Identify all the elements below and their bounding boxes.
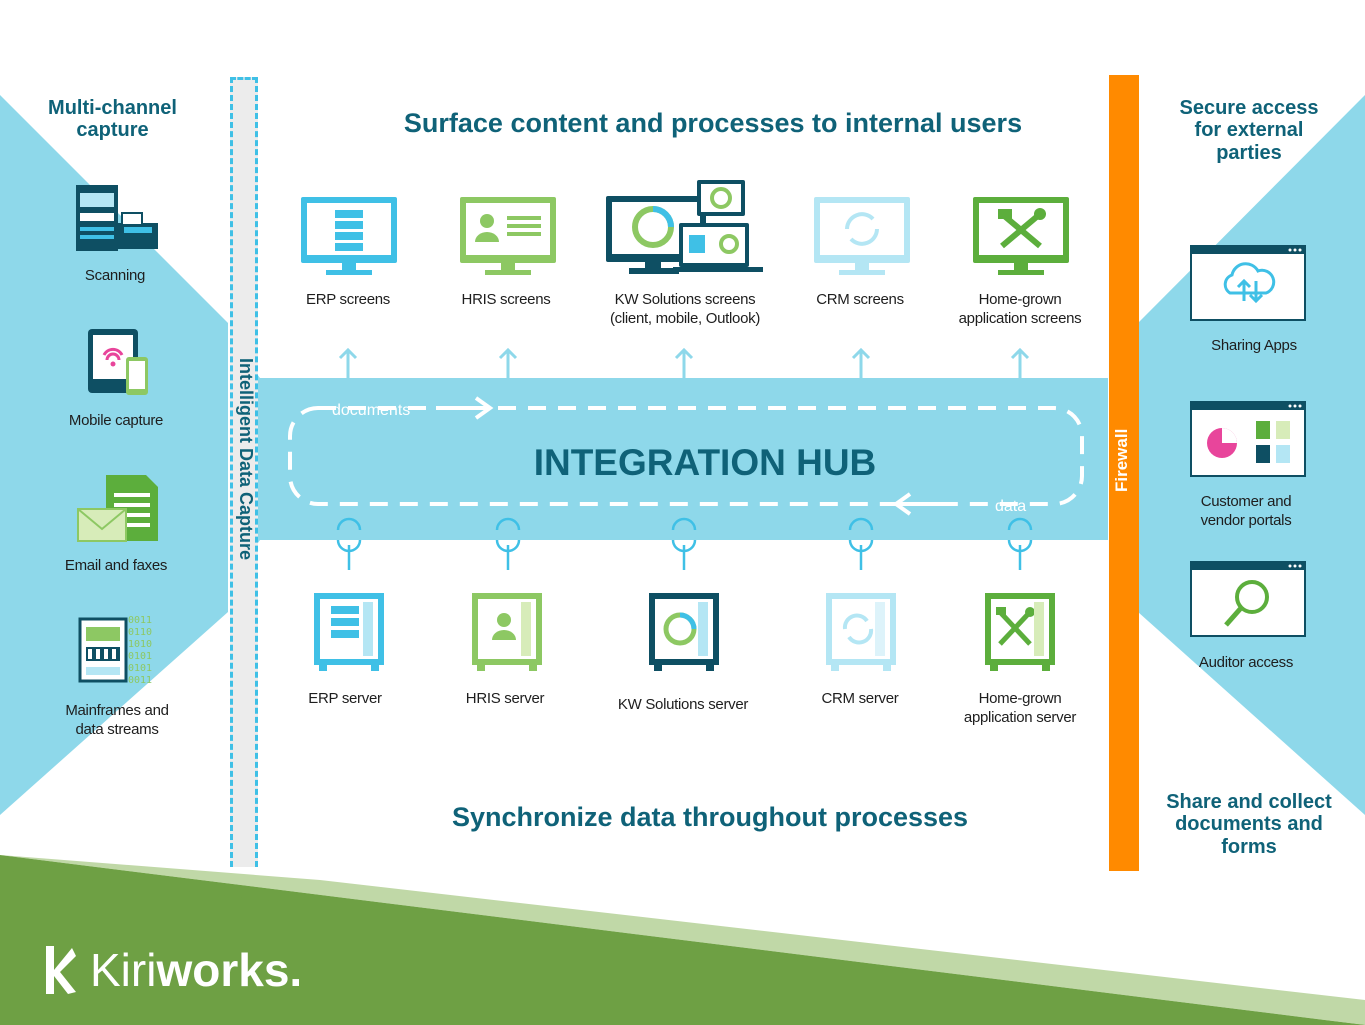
label-line: HRIS screens: [461, 291, 551, 308]
homegrown-server-icon: [985, 593, 1055, 671]
label-line: application screens: [958, 309, 1082, 327]
label-line: HRIS server: [465, 690, 545, 707]
up-arrow: [338, 347, 358, 378]
homegrown-screen-icon: [973, 197, 1069, 275]
kw-screens-icon: [606, 180, 763, 274]
label-line: Sharing Apps: [1211, 337, 1297, 354]
mobile-capture-label: Mobile capture: [68, 412, 164, 429]
hub-band: [260, 378, 1108, 540]
mainframe-icon: [78, 617, 128, 683]
kw-server-icon: [649, 593, 719, 671]
erp-server-label: ERP server: [280, 690, 410, 709]
label-line: CRM server: [821, 690, 899, 707]
left-panel-title: Multi-channel capture: [48, 97, 177, 142]
email-icon: [77, 475, 158, 542]
label-line: vendor portals: [1200, 511, 1292, 529]
erp-server-icon: [314, 593, 384, 671]
binary-line: 0110: [128, 627, 153, 638]
logo-light: Kiri: [90, 944, 157, 996]
data-label: data: [995, 498, 1027, 515]
documents-arrow: [436, 396, 494, 420]
bottom-heading: Synchronize data throughout processes: [451, 802, 969, 832]
sync-arrows: [336, 517, 362, 570]
binary-line: 0101: [128, 663, 153, 674]
magnifier-icon: [1190, 561, 1306, 637]
label-line: application server: [963, 708, 1077, 726]
homegrown-screens-label: Home-grown application screens: [940, 291, 1100, 329]
scanner-icon: [76, 185, 158, 251]
hub-loop: [288, 406, 1084, 506]
email-faxes-label: Email and faxes: [64, 557, 168, 574]
cloud-icon: [1190, 245, 1306, 321]
label-line: Auditor access: [1198, 654, 1294, 671]
hris-screens-label: HRIS screens: [438, 291, 574, 310]
hub-title: INTEGRATION HUB: [533, 442, 877, 483]
label-line: CRM screens: [816, 291, 904, 308]
sync-arrows: [1007, 517, 1033, 570]
homegrown-server-label: Home-grown application server: [940, 690, 1100, 728]
portals-label: Customer and vendor portals: [1170, 493, 1322, 531]
scanning-label: Scanning: [84, 267, 146, 284]
hris-server-label: HRIS server: [440, 690, 570, 709]
right-panel-title: Secure access for external parties: [1179, 97, 1319, 164]
crm-server-icon: [826, 593, 896, 671]
mainframes-label: Mainframes and data streams: [65, 702, 169, 738]
kiriworks-logo: Kiriworks.: [90, 944, 302, 996]
erp-screens-label: ERP screens: [280, 291, 416, 310]
label-line: KW Solutions server: [617, 696, 749, 713]
crm-server-label: CRM server: [795, 690, 925, 709]
binary-line: 0011: [128, 615, 153, 626]
erp-screen-icon: [301, 197, 397, 275]
mobile-icon: [88, 329, 148, 395]
kw-server-label: KW Solutions server: [598, 696, 768, 715]
label-line: KW Solutions screens: [614, 291, 756, 308]
binary-line: 0011: [128, 675, 153, 686]
sharing-apps-label: Sharing Apps: [1180, 337, 1328, 356]
data-arrow: [892, 492, 948, 516]
logo-bold: works: [156, 944, 290, 996]
kw-screens-label: KW Solutions screens (client, mobile, Ou…: [585, 291, 785, 329]
sync-arrows: [495, 517, 521, 570]
up-arrow: [498, 347, 518, 378]
hris-screen-icon: [460, 197, 556, 275]
label-line: (client, mobile, Outlook): [609, 309, 761, 327]
label-line: ERP screens: [306, 291, 390, 308]
binary-stream: 0011 0110 1010 0101 0101 0011: [128, 615, 152, 687]
label-line: ERP server: [308, 690, 382, 707]
crm-screen-icon: [814, 197, 910, 275]
kiriworks-logo-mark: [46, 946, 76, 994]
up-arrow: [674, 347, 694, 378]
crm-screens-label: CRM screens: [792, 291, 928, 310]
up-arrow: [851, 347, 871, 378]
sync-arrows: [671, 517, 697, 570]
up-arrow: [1010, 347, 1030, 378]
sync-arrows: [848, 517, 874, 570]
binary-line: 0101: [128, 651, 153, 662]
capture-bar: [230, 77, 258, 867]
label-line: Customer and: [1200, 493, 1292, 510]
binary-line: 1010: [128, 639, 153, 650]
firewall-bar: [1109, 75, 1139, 871]
hris-server-icon: [472, 593, 542, 671]
right-panel-footer: Share and collect documents and forms: [1166, 791, 1332, 858]
top-heading: Surface content and processes to interna…: [403, 108, 1023, 138]
documents-label: documents: [332, 402, 411, 419]
label-line: Home-grown: [978, 291, 1062, 308]
portal-icon: [1190, 401, 1306, 477]
label-line: Home-grown: [978, 690, 1062, 707]
auditor-access-label: Auditor access: [1172, 654, 1320, 673]
logo-mark: .: [289, 944, 303, 996]
left-panel-shape: [0, 95, 228, 815]
